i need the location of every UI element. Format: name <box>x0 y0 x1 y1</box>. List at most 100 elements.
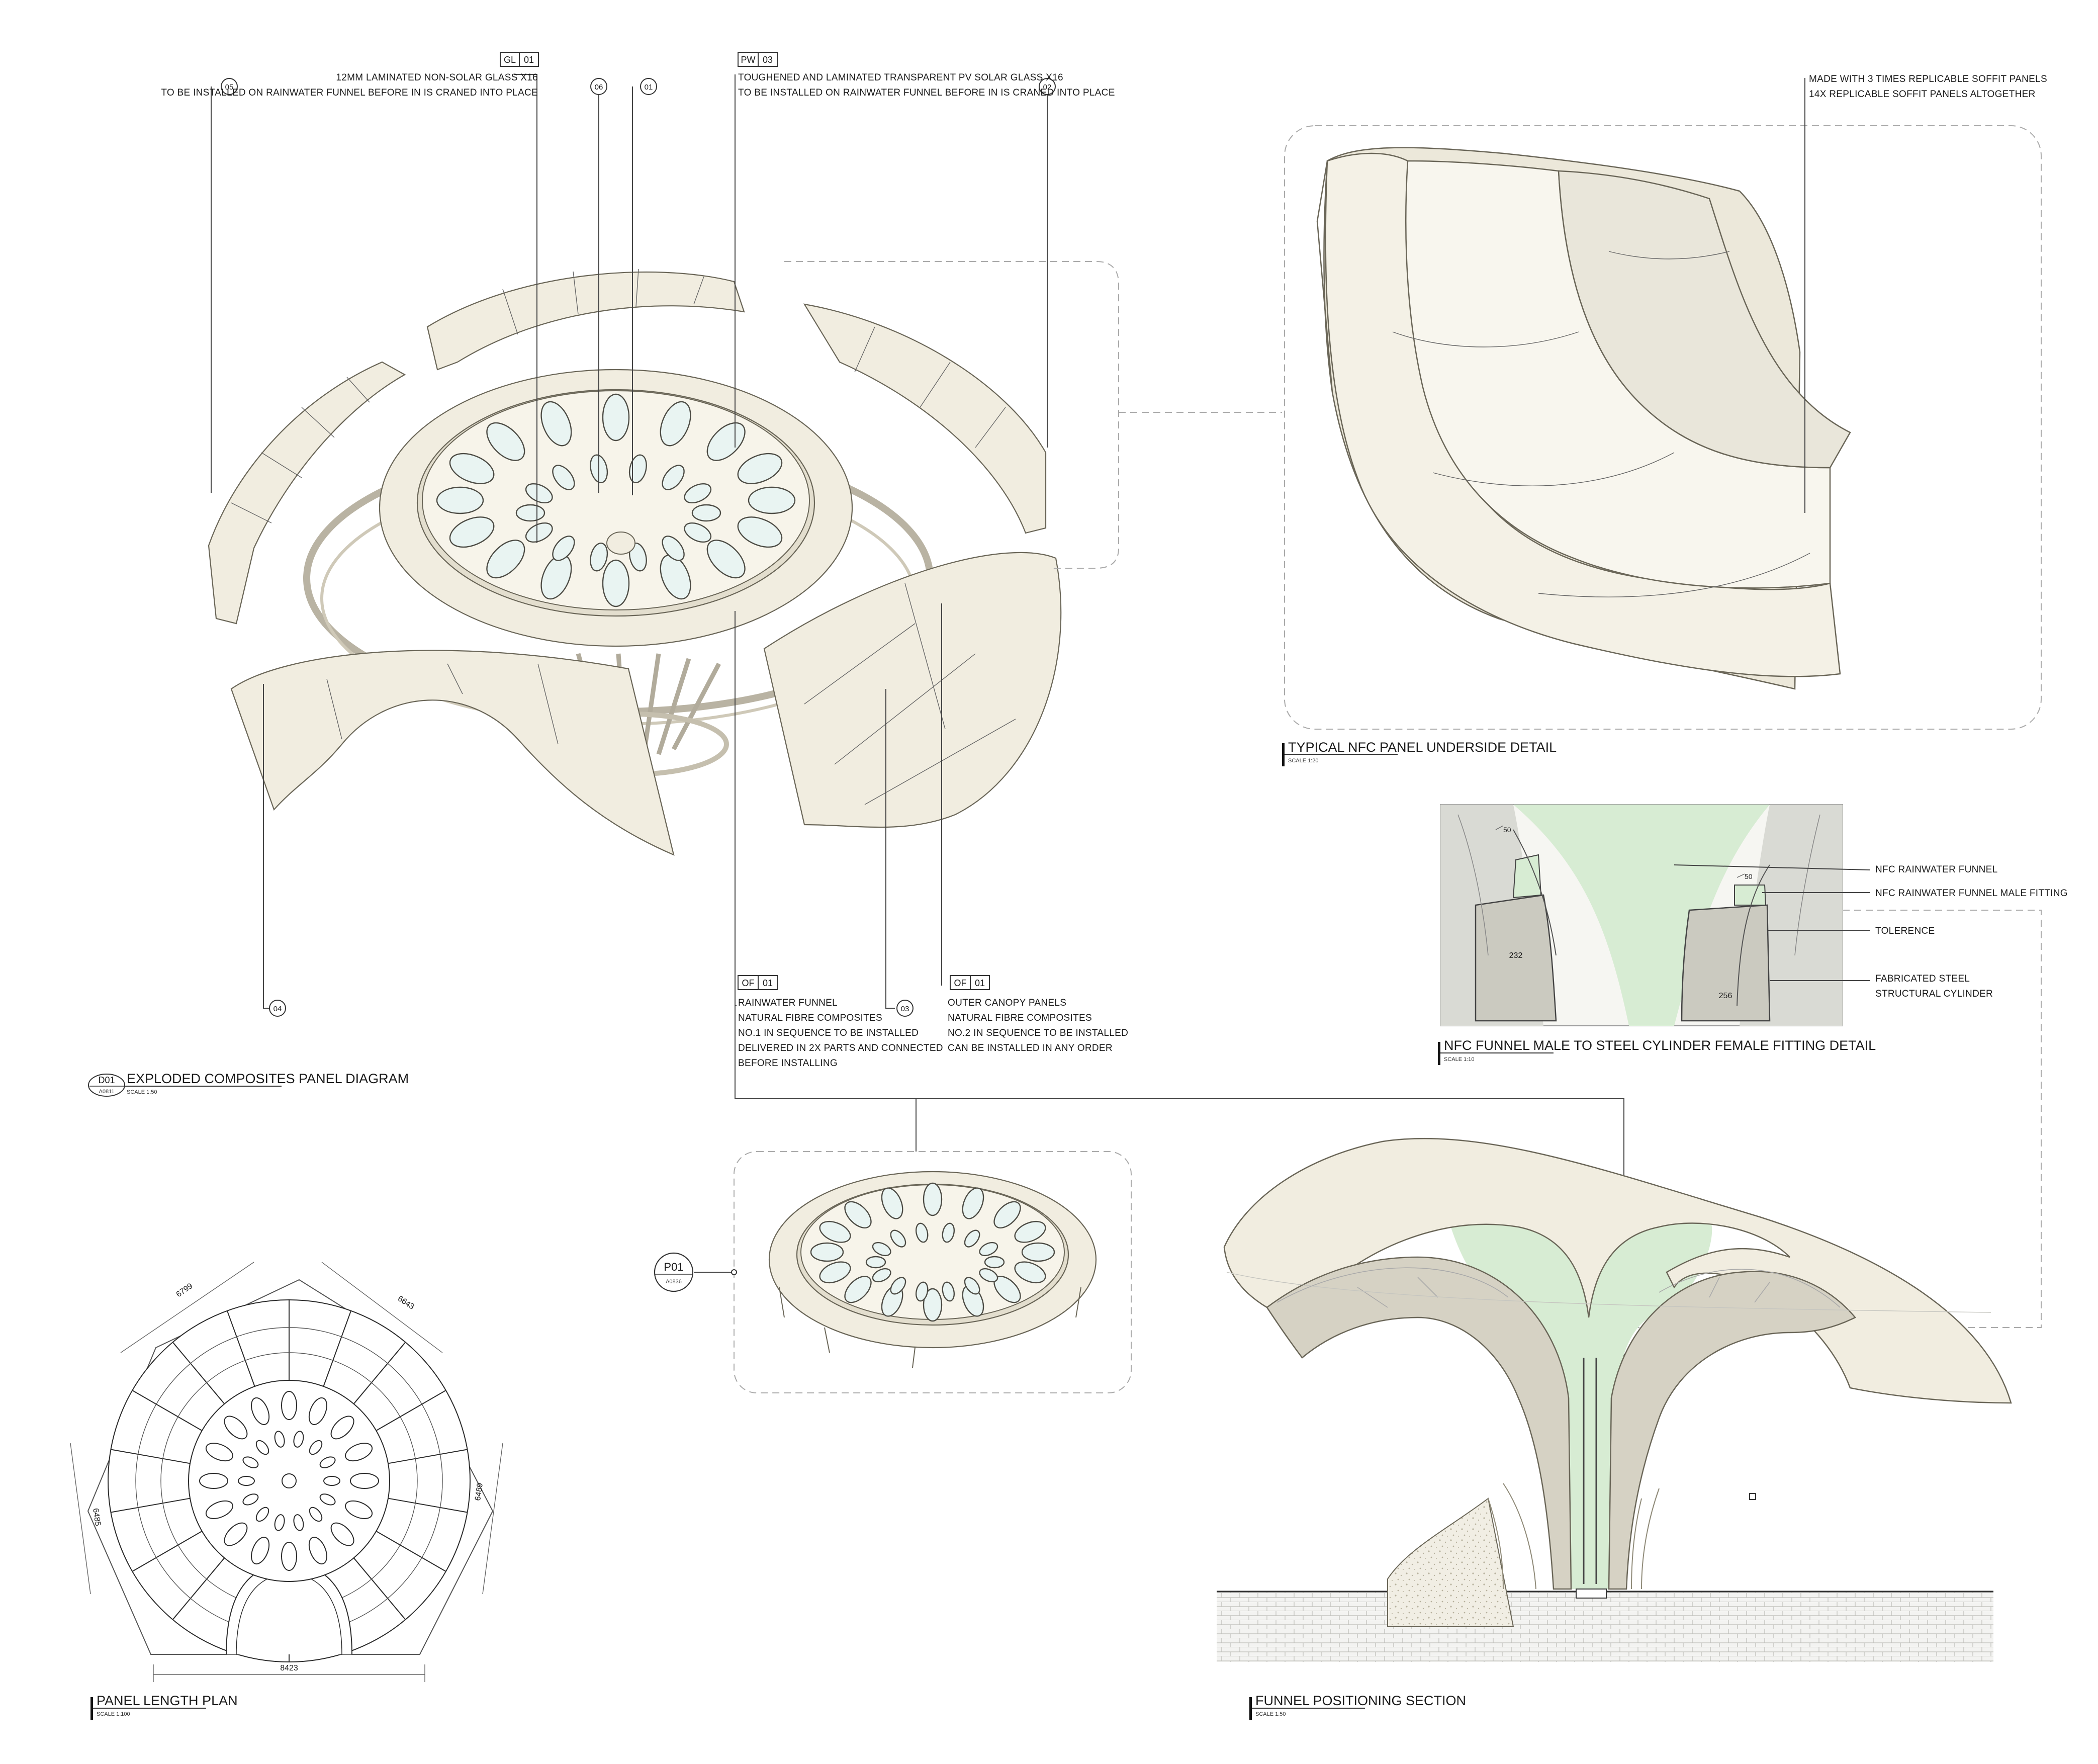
fitting-labels: NFC RAINWATER FUNNEL NFC RAINWATER FUNNE… <box>1674 864 2068 999</box>
plan-opening <box>330 1416 354 1440</box>
plan-opening <box>205 1443 233 1462</box>
canopy-panel-05 <box>208 361 406 625</box>
svg-text:01: 01 <box>763 978 773 988</box>
glass-opening <box>706 540 746 579</box>
plan-opening <box>319 1456 336 1468</box>
plan-opening <box>255 1440 269 1455</box>
glass-opening <box>819 1220 851 1243</box>
glass-opening <box>684 522 712 543</box>
note-of01-canopy: OF 01 OUTER CANOPY PANELS NATURAL FIBRE … <box>948 975 1128 1053</box>
svg-text:6799: 6799 <box>175 1282 195 1299</box>
plan-joint-line <box>388 1497 468 1513</box>
svg-text:06: 06 <box>595 83 603 92</box>
svg-text:OF: OF <box>742 978 755 988</box>
svg-text:12MM LAMINATED NON-SOLAR GLASS: 12MM LAMINATED NON-SOLAR GLASS X16 <box>336 72 538 83</box>
svg-text:SCALE 1:50: SCALE 1:50 <box>1255 1711 1286 1717</box>
callout-01: 01 <box>640 78 657 95</box>
glass-opening <box>979 1242 998 1257</box>
glass-opening <box>737 453 783 484</box>
svg-text:NATURAL FIBRE COMPOSITES: NATURAL FIBRE COMPOSITES <box>738 1013 882 1023</box>
plan-opening <box>274 1514 285 1531</box>
svg-text:14X REPLICABLE SOFFIT PANELS A: 14X REPLICABLE SOFFIT PANELS ALTOGETHER <box>1809 89 2036 100</box>
plan-opening <box>205 1500 233 1519</box>
glass-opening <box>1014 1220 1046 1243</box>
svg-text:03: 03 <box>901 1005 909 1013</box>
note-pw03: PW 03 TOUGHENED AND LAMINATED TRANSPAREN… <box>738 52 1115 98</box>
part-glass-openings <box>810 1182 1055 1322</box>
svg-text:6489: 6489 <box>474 1482 485 1502</box>
exploded-title-block: D01 A0811 EXPLODED COMPOSITES PANEL DIAG… <box>88 1071 409 1097</box>
glass-opening <box>964 1277 980 1295</box>
plan-joint-line <box>111 1449 191 1464</box>
plan-joint-line <box>132 1531 203 1572</box>
glass-opening <box>660 554 691 600</box>
svg-text:04: 04 <box>273 1005 282 1013</box>
svg-text:05: 05 <box>225 83 234 92</box>
plan-opening <box>255 1507 269 1522</box>
glass-opening <box>942 1222 955 1243</box>
svg-text:NO.1 IN SEQUENCE TO BE INSTALL: NO.1 IN SEQUENCE TO BE INSTALLED <box>738 1028 919 1038</box>
callout-04: 04 <box>269 1000 286 1017</box>
soffit-note: MADE WITH 3 TIMES REPLICABLE SOFFIT PANE… <box>1804 74 2047 513</box>
svg-text:232: 232 <box>1509 951 1523 960</box>
plan-opening <box>319 1493 336 1506</box>
glass-opening <box>844 1201 872 1228</box>
part-tag-p01: P01 A0836 <box>654 1252 737 1292</box>
callout-03: 03 <box>896 1000 914 1017</box>
glass-opening <box>515 504 545 522</box>
glass-opening <box>486 422 525 461</box>
svg-text:TOLERENCE: TOLERENCE <box>1875 926 1935 936</box>
glass-opening <box>449 453 495 484</box>
svg-text:PANEL LENGTH PLAN: PANEL LENGTH PLAN <box>97 1693 238 1708</box>
plan-joint-line <box>353 1557 406 1620</box>
glass-opening <box>684 483 712 504</box>
callout-06: 06 <box>590 78 607 95</box>
glass-opening <box>993 1201 1021 1228</box>
callout-02: 02 <box>1039 78 1056 95</box>
exploded-diagram <box>208 269 1062 856</box>
svg-text:OF: OF <box>954 978 967 988</box>
plan-opening <box>281 1542 297 1571</box>
svg-text:6485: 6485 <box>91 1508 102 1527</box>
glass-opening <box>628 454 647 484</box>
plan-opening <box>350 1473 379 1489</box>
note-gl01: GL 01 12MM LAMINATED NON-SOLAR GLASS X16… <box>161 52 539 98</box>
plan-joint-line <box>353 1342 406 1404</box>
plan-opening <box>293 1514 304 1531</box>
svg-text:01: 01 <box>645 83 653 92</box>
plan-opening <box>330 1522 354 1546</box>
glass-opening <box>525 522 553 543</box>
funnel-section <box>1217 1137 2012 1662</box>
plan-joint-line <box>376 1390 446 1431</box>
glass-opening <box>486 540 525 579</box>
svg-text:A0811: A0811 <box>99 1089 115 1095</box>
panel-length-plan <box>87 1279 494 1662</box>
glass-opening <box>865 1256 886 1269</box>
svg-text:MADE WITH 3 TIMES REPLICABLE S: MADE WITH 3 TIMES REPLICABLE SOFFIT PANE… <box>1809 74 2047 84</box>
plan-opening <box>308 1397 327 1425</box>
glass-opening <box>602 393 630 442</box>
glass-openings <box>436 393 796 607</box>
plan-joint-line <box>388 1449 468 1464</box>
svg-text:FUNNEL POSITIONING SECTION: FUNNEL POSITIONING SECTION <box>1255 1693 1466 1708</box>
glass-opening <box>984 1256 1005 1269</box>
glass-opening <box>881 1187 903 1219</box>
svg-text:NFC RAINWATER FUNNEL MALE FITT: NFC RAINWATER FUNNEL MALE FITTING <box>1875 888 2068 899</box>
svg-text:50: 50 <box>1503 826 1511 834</box>
plan-joint-line <box>226 1310 255 1387</box>
glass-opening <box>552 465 575 490</box>
fitting-detail: 232 256 50 50 <box>1440 804 1843 1026</box>
svg-text:OUTER CANOPY PANELS: OUTER CANOPY PANELS <box>948 998 1066 1008</box>
glass-opening <box>691 504 721 522</box>
svg-text:TOUGHENED AND LAMINATED TRANSP: TOUGHENED AND LAMINATED TRANSPARENT PV S… <box>738 72 1063 83</box>
svg-text:TO BE INSTALLED ON RAINWATER F: TO BE INSTALLED ON RAINWATER FUNNEL BEFO… <box>738 87 1115 98</box>
svg-text:01: 01 <box>975 978 985 988</box>
svg-text:A0836: A0836 <box>666 1279 682 1285</box>
callout-05: 05 <box>221 78 238 95</box>
plan-opening <box>199 1473 228 1489</box>
plan-opening <box>224 1522 248 1546</box>
glass-opening <box>737 516 783 548</box>
glass-opening <box>590 542 608 572</box>
glass-opening <box>872 1268 891 1283</box>
glass-opening <box>662 465 685 490</box>
